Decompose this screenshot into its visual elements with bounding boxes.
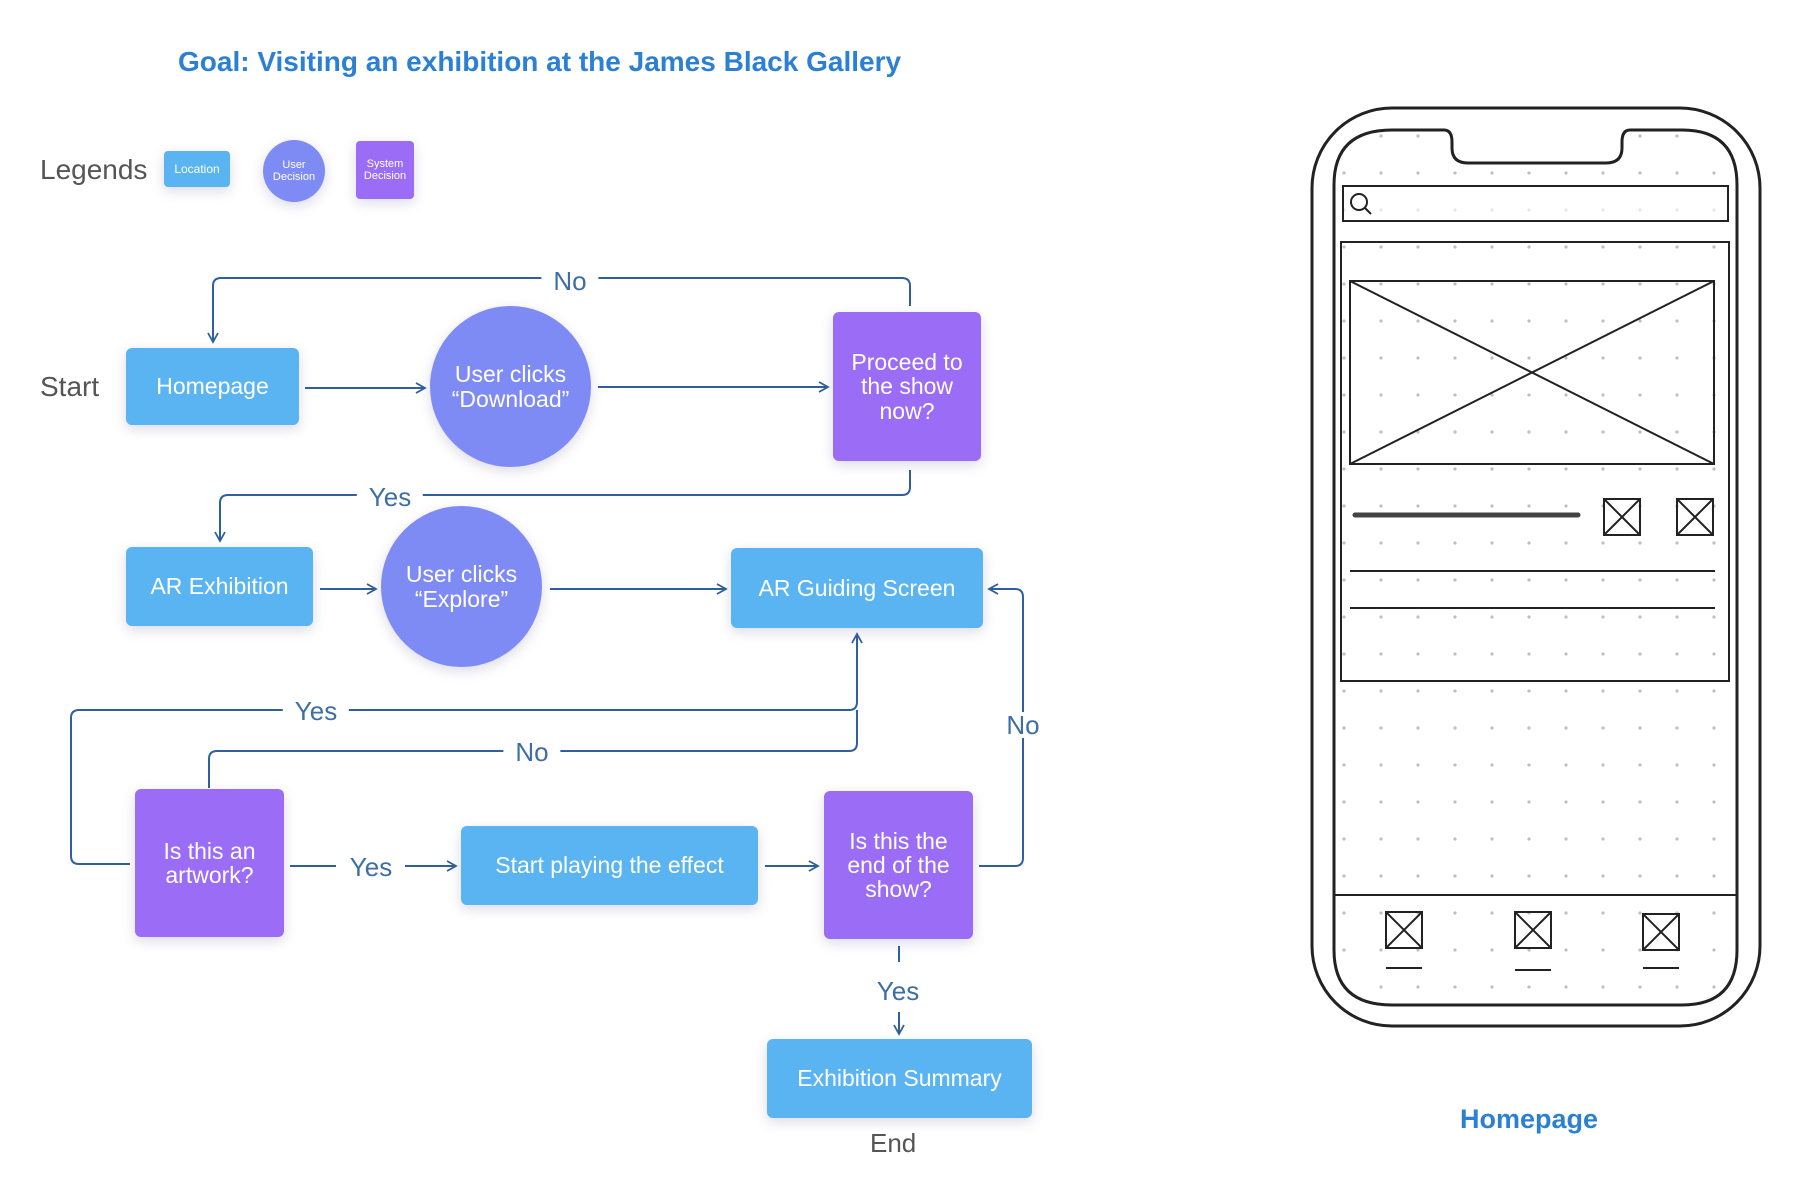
start-marker: Start	[40, 371, 100, 402]
edge-label-end-yes: Yes	[864, 978, 932, 1004]
node-is-end-of-show: Is this the end of the show?	[824, 791, 973, 939]
phone-body	[1310, 106, 1762, 1028]
phone-action-icon	[1603, 498, 1641, 536]
edge-label-proceed-no: No	[541, 268, 599, 294]
phone-screen	[1332, 128, 1739, 1007]
phone-image-placeholder	[1349, 280, 1715, 465]
node-user-clicks-download: User clicks “Download”	[430, 306, 591, 467]
edge-label-proceed-yes: Yes	[356, 484, 424, 510]
phone-nav-icon	[1642, 913, 1680, 969]
node-proceed-to-show: Proceed to the show now?	[833, 312, 981, 461]
legend-user-decision: User Decision	[263, 140, 325, 202]
node-user-clicks-explore: User clicks “Explore”	[381, 506, 542, 667]
node-is-artwork: Is this an artwork?	[135, 789, 284, 937]
end-marker: End	[870, 1128, 917, 1158]
node-ar-guiding-screen: AR Guiding Screen	[731, 548, 983, 628]
edge-label-artwork-no-loop: No	[503, 739, 561, 765]
node-ar-exhibition: AR Exhibition	[126, 547, 313, 626]
node-start-playing-effect: Start playing the effect	[461, 826, 758, 905]
legend-system-decision: System Decision	[356, 141, 414, 199]
phone-nav-icon	[1514, 911, 1552, 971]
edge-label-artwork-yes: Yes	[337, 854, 405, 880]
phone-content-card	[1340, 241, 1730, 682]
edge-label-end-no: No	[994, 712, 1052, 738]
node-homepage: Homepage	[126, 348, 299, 425]
node-exhibition-summary: Exhibition Summary	[767, 1039, 1032, 1118]
search-icon	[1350, 193, 1372, 215]
legend-heading: Legends	[40, 154, 148, 185]
phone-action-icon	[1676, 498, 1714, 536]
edge-proceed-yes	[214, 470, 911, 543]
edge-label-artwork-yes-loop: Yes	[282, 698, 350, 724]
page-title: Goal: Visiting an exhibition at the Jame…	[178, 46, 902, 77]
legend-location: Location	[164, 151, 230, 187]
phone-search-bar	[1342, 185, 1729, 222]
phone-nav-icon	[1385, 911, 1423, 969]
edge-artwork-yes-loop	[70, 632, 863, 865]
phone-caption: Homepage	[1460, 1104, 1599, 1134]
